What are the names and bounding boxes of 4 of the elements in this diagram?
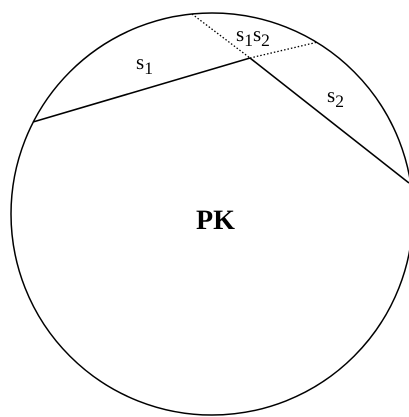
region-title: PK (196, 207, 235, 235)
region-label: s$_{2}$ (327, 85, 344, 111)
region-label: s$_{1}$s$_{2}$ (236, 24, 270, 50)
region-label: s$_{1}$ (136, 52, 153, 78)
